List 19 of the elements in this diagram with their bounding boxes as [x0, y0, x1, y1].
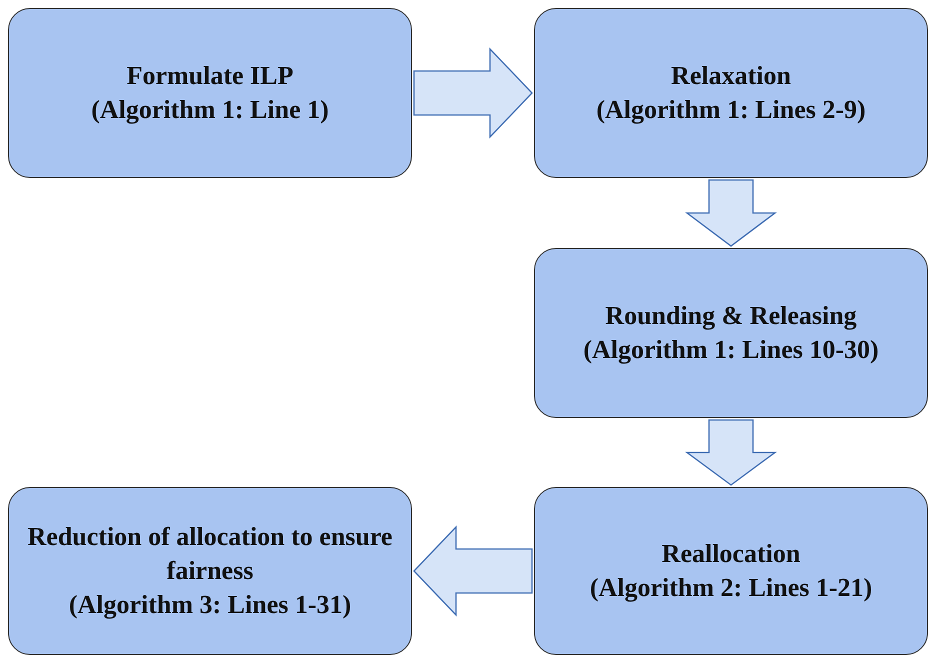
block-arrow — [685, 179, 777, 247]
process-box — [8, 487, 412, 655]
step-reference: (Algorithm 1: Lines 2-9) — [596, 94, 866, 126]
step-title: Reduction of allocation to ensure fairness — [26, 521, 394, 587]
step-reference: (Algorithm 1: Line 1) — [91, 94, 329, 126]
step-title: Relaxation — [671, 60, 791, 92]
block-arrow — [685, 419, 777, 486]
block-arrow — [413, 47, 533, 139]
process-box — [534, 487, 928, 655]
step-reference: (Algorithm 2: Lines 1-21) — [590, 572, 872, 604]
step-reference: (Algorithm 3: Lines 1-31) — [68, 589, 352, 621]
step-title: Formulate ILP — [126, 60, 294, 92]
step-title: Rounding & Releasing — [605, 300, 857, 332]
process-box — [8, 8, 412, 178]
process-box — [534, 248, 928, 418]
block-arrow — [413, 525, 533, 617]
step-title: Reallocation — [662, 538, 800, 570]
process-box — [534, 8, 928, 178]
step-reference: (Algorithm 1: Lines 10-30) — [583, 334, 879, 366]
